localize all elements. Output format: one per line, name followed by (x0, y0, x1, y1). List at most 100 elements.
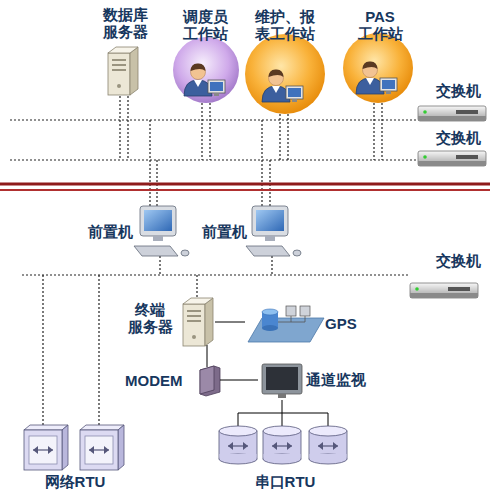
gps-symbol (291, 316, 292, 322)
gps-symbol (262, 325, 278, 331)
computer-symbol (134, 206, 301, 256)
gps-symbol (305, 316, 306, 322)
rtu-branch-wire (282, 413, 283, 426)
network-separator (0, 189, 490, 191)
gps-symbol (286, 306, 296, 316)
lan-bus (159, 256, 160, 275)
device-node: 交换机 (428, 82, 488, 102)
device-label: PAS 工作站 (354, 8, 406, 42)
monitor-symbol (266, 367, 298, 390)
device-label: 维护、报 表工作站 (249, 8, 321, 42)
device-node: 串口RTU (210, 413, 360, 495)
device-label: MODEM (125, 372, 197, 389)
lan-bus (42, 275, 43, 425)
lan-bus (209, 103, 210, 160)
connector-line (220, 380, 258, 381)
lan-bus (127, 96, 128, 160)
device-node: 数据库 服务器 (90, 6, 160, 42)
lan-bus (119, 96, 120, 160)
lan-bus (373, 103, 374, 160)
rtu-branch-wire (328, 413, 329, 426)
device-label: 终端 服务器 (125, 301, 175, 335)
serial-rtu-symbol (309, 426, 347, 464)
device-node: 终端 服务器 (125, 295, 215, 345)
serial-rtu-symbol (263, 426, 301, 464)
gps-symbol (248, 306, 324, 342)
operator-figure (184, 61, 397, 102)
lan-bus (196, 275, 197, 299)
device-node: 前置机 (196, 205, 301, 260)
device-label: 网络RTU (15, 473, 135, 490)
modem-symbol (200, 366, 220, 396)
lan-bus (10, 119, 418, 120)
operator-figure (184, 63, 225, 96)
network-separator (0, 183, 490, 186)
device-label: 交换机 (428, 129, 488, 146)
connector-line (215, 322, 245, 323)
rtu-branch-wire (238, 413, 328, 414)
network-rtu-symbol (24, 425, 124, 470)
device-node: 交换机 (428, 129, 488, 149)
lan-bus (381, 103, 382, 160)
device-label: GPS (325, 315, 369, 332)
rtu-branch-wire (238, 413, 328, 426)
lan-bus (22, 274, 410, 275)
connector-line (282, 400, 283, 413)
workstation-circle (245, 34, 325, 114)
gps-symbol (262, 309, 278, 315)
gps-symbol (300, 306, 310, 316)
monitor-symbol (262, 364, 302, 394)
rtu-branch-wire (238, 413, 239, 426)
lan-bus (279, 114, 280, 160)
lan-bus (10, 96, 418, 425)
device-label: 前置机 (82, 223, 138, 240)
lan-bus (98, 275, 99, 425)
device-label: 前置机 (196, 223, 252, 240)
server-symbol (108, 47, 138, 95)
serial-rtu-symbol (219, 426, 347, 464)
operator-figure (262, 69, 303, 102)
connector-line (207, 345, 208, 367)
device-label: 通道监视 (306, 371, 378, 388)
workstation-circle (173, 33, 413, 114)
lan-bus (201, 103, 202, 160)
network-separator (0, 184, 490, 190)
server-symbol (108, 47, 213, 346)
lan-bus (261, 120, 262, 206)
network-rtu-symbol (24, 425, 68, 470)
device-label: 串口RTU (210, 473, 360, 490)
switch-symbol (418, 151, 486, 166)
device-label: 交换机 (428, 82, 488, 99)
switch-symbol (410, 283, 478, 298)
monitor-symbol (262, 364, 302, 398)
network-rtu-symbol (80, 425, 124, 470)
modem-symbol (200, 366, 220, 396)
serial-rtu-symbol (219, 426, 257, 464)
lan-bus (149, 120, 150, 206)
device-node: 交换机 (428, 252, 488, 274)
server-symbol (183, 298, 213, 346)
operator-figure (356, 61, 397, 94)
device-node: GPS (245, 305, 370, 345)
modem-symbol (200, 366, 214, 394)
workstation-circle (173, 37, 239, 103)
computer-symbol (134, 206, 189, 256)
monitor-symbol (278, 394, 286, 398)
computer-symbol (246, 206, 301, 256)
device-node: MODEM (125, 367, 220, 395)
device-node: PAS 工作站 (352, 6, 408, 46)
device-label: 数据库 服务器 (95, 6, 155, 40)
device-node: 前置机 (82, 205, 190, 260)
workstation-circle (343, 33, 413, 103)
device-node: 维护、报 表工作站 (246, 6, 324, 46)
device-node: 通道监视 (258, 362, 380, 400)
gps-symbol (248, 318, 324, 342)
lan-bus (287, 114, 288, 160)
gps-symbol (278, 322, 305, 323)
lan-bus (271, 256, 272, 275)
device-label: 交换机 (428, 252, 488, 269)
lan-bus (10, 159, 418, 160)
